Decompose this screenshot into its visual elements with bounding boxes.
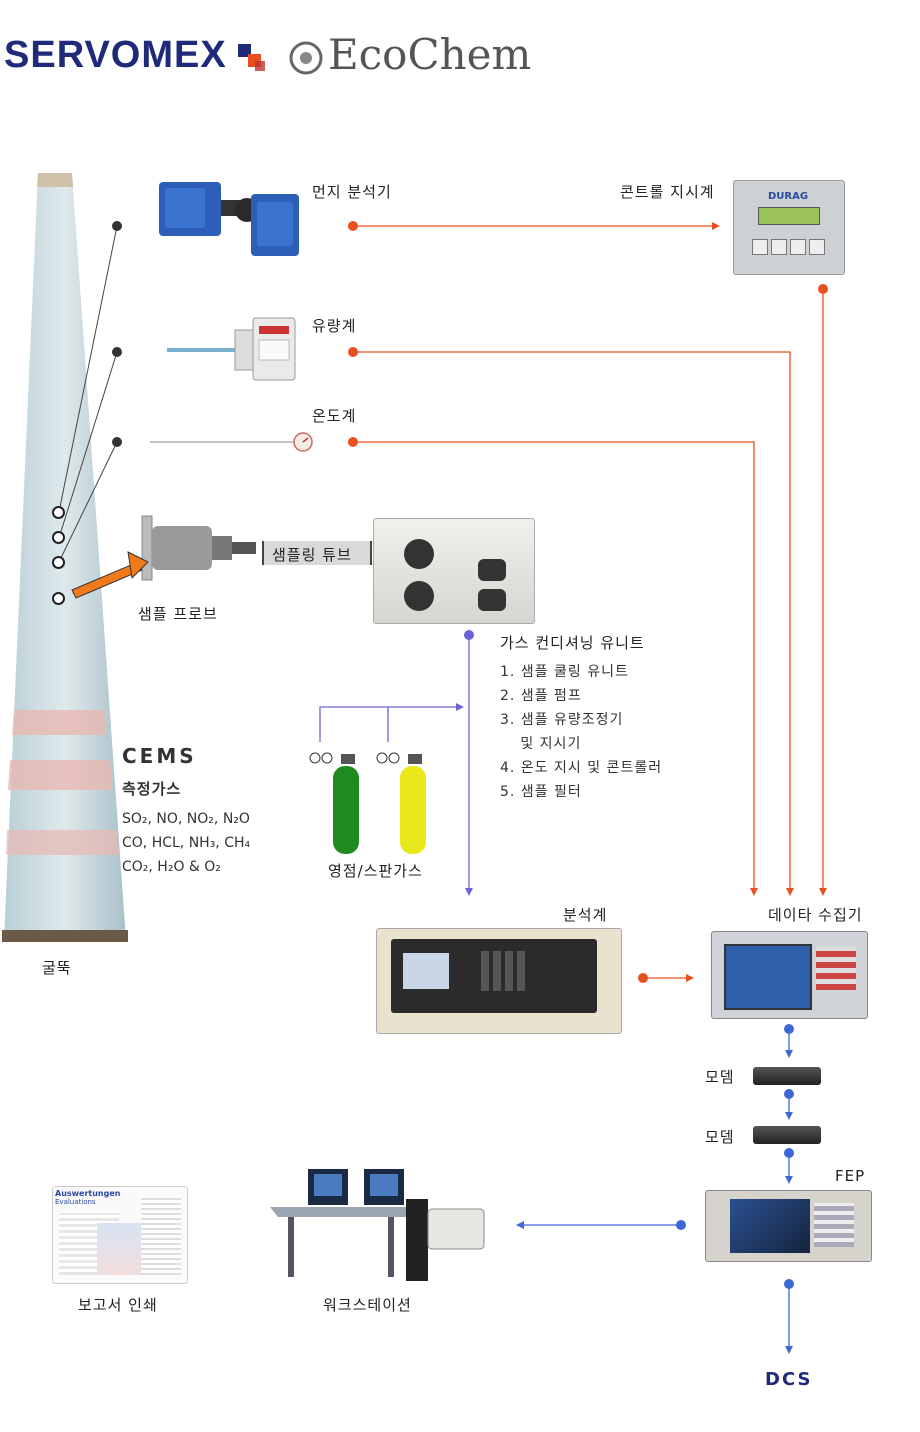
cems-gases-3: CO₂, H₂O & O₂ — [122, 859, 221, 875]
servomex-mark-icon — [238, 44, 268, 74]
gas-cylinders-image — [309, 752, 426, 854]
gas-flow-dot — [464, 630, 474, 640]
modem1-out-dot — [784, 1089, 794, 1099]
chimney-image — [2, 173, 128, 942]
servomex-logo: SERVOMEX — [4, 34, 227, 76]
analyzer-signal-dot — [638, 973, 648, 983]
modem2-out-dot — [784, 1148, 794, 1158]
data-logger-label: 데이타 수집기 — [768, 906, 863, 924]
fep-label: FEP — [835, 1167, 866, 1185]
fep-ws-dot — [676, 1220, 686, 1230]
gc-item-4: 4. 온도 지시 및 콘트롤러 — [500, 760, 663, 776]
dcs-label: DCS — [765, 1369, 813, 1390]
gc-item-5: 5. 샘플 필터 — [500, 784, 582, 800]
workstation-image — [270, 1169, 485, 1281]
dust-signal-dot — [348, 221, 358, 231]
analyzer-label: 분석계 — [563, 906, 608, 924]
modem1-label: 모뎀 — [705, 1068, 735, 1086]
chimney-label: 굴뚝 — [42, 959, 72, 977]
gc-item-3: 3. 샘플 유량조정기 — [500, 712, 624, 728]
workstation-label: 워크스테이션 — [323, 1296, 412, 1314]
control-indicator-label: 콘트롤 지시계 — [620, 183, 715, 201]
gc-item-2: 2. 샘플 펌프 — [500, 688, 582, 704]
control-display — [758, 207, 820, 225]
modem2-image — [753, 1126, 821, 1144]
logger-out-dot — [784, 1024, 794, 1034]
cems-gases-1: SO₂, NO, NO₂, N₂O — [122, 811, 250, 827]
gas-conditioning-label: 가스 컨디셔닝 유니트 — [500, 634, 645, 652]
chimney-port-3 — [52, 556, 65, 569]
modem1-image — [753, 1067, 821, 1085]
control-buttons — [752, 239, 828, 257]
sample-probe-image — [71, 515, 256, 599]
analyzer-image — [376, 928, 622, 1034]
ecochem-logo: EcoChem — [328, 30, 532, 79]
dust-tap-dot — [112, 221, 122, 231]
gas-conditioning-unit-image — [373, 518, 535, 624]
cems-subtitle: 측정가스 — [122, 780, 182, 798]
ecochem-mark-icon — [288, 40, 324, 76]
temp-signal-dot — [348, 437, 358, 447]
gc-item-1: 1. 샘플 쿨링 유니트 — [500, 664, 629, 680]
fep-image — [705, 1190, 872, 1262]
sample-probe-label: 샘플 프로브 — [138, 605, 218, 623]
durag-logo: DURAG — [768, 191, 809, 202]
cems-gases-2: CO, HCL, NH₃, CH₄ — [122, 835, 251, 851]
control-indicator-image: DURAG — [733, 180, 845, 275]
thermometer-label: 온도계 — [312, 407, 357, 425]
report-print-image: Auswertungen Evaluations — [52, 1186, 188, 1284]
temp-tap-dot — [112, 437, 122, 447]
chimney-port-1 — [52, 506, 65, 519]
flow-signal-dot — [348, 347, 358, 357]
sampling-tube-label: 샘플링 튜브 — [272, 546, 352, 564]
chimney-port-2 — [52, 531, 65, 544]
flow-meter-image — [167, 317, 296, 381]
control-signal-dot — [818, 284, 828, 294]
dust-analyzer-label: 먼지 분석기 — [312, 183, 392, 201]
report-doc-subtitle: Evaluations — [55, 1198, 96, 1206]
chimney-port-4 — [52, 592, 65, 605]
sampling-tube-box — [262, 541, 372, 565]
zero-span-gas-label: 영점/스판가스 — [328, 862, 423, 880]
fep-dcs-dot — [784, 1279, 794, 1289]
flow-tap-dot — [112, 347, 122, 357]
thermometer-image — [293, 432, 313, 452]
flow-meter-label: 유량계 — [312, 317, 357, 335]
data-logger-image — [711, 931, 868, 1019]
report-doc-title: Auswertungen — [55, 1189, 121, 1198]
modem2-label: 모뎀 — [705, 1128, 735, 1146]
cems-title: CEMS — [122, 744, 197, 768]
gc-item-3b: 및 지시기 — [504, 736, 582, 752]
dust-analyzer-image — [159, 182, 299, 256]
report-print-label: 보고서 인쇄 — [78, 1296, 158, 1314]
